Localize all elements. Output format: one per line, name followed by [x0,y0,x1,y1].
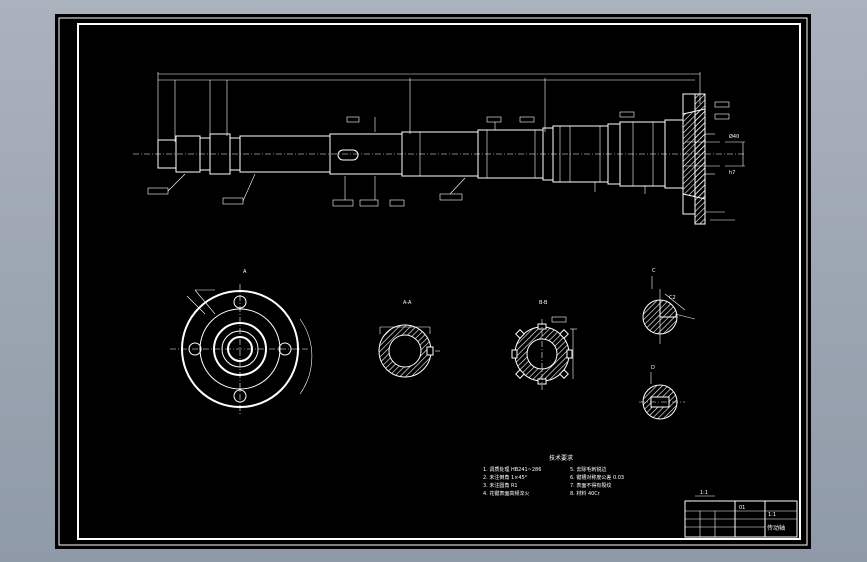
part-name: 传动轴 [767,524,785,532]
drawing-viewport[interactable]: Ø40 h7 A A-A B-B [55,14,811,549]
svg-text:C: C [652,268,656,274]
scale-label: 1:1 [700,490,708,496]
detail-c: C C2 [642,268,696,344]
svg-text:2. 未注倒角 1×45°: 2. 未注倒角 1×45° [483,474,528,481]
svg-text:A: A [243,269,247,275]
section-a-a: A-A [378,300,440,378]
shaft-main-view: Ø40 h7 [133,72,745,225]
svg-text:8. 材料 40Cr: 8. 材料 40Cr [570,490,601,497]
inner-frame [77,23,801,540]
svg-text:1. 调质处理 HB241~286: 1. 调质处理 HB241~286 [483,466,541,473]
flange-end-view: A [170,269,313,414]
outer-frame [58,17,808,546]
tech-req-heading: 技术要求 [549,454,573,462]
svg-text:6. 键槽对称度公差 0.03: 6. 键槽对称度公差 0.03 [570,474,624,481]
svg-text:D: D [651,365,655,371]
detail-d: D [639,365,685,420]
title-block: 01 1:1 传动轴 1:1 [684,490,798,538]
cad-drawing: Ø40 h7 A A-A B-B [58,17,808,546]
title-scale: 1:1 [768,512,776,518]
technical-requirements: 技术要求 1. 调质处理 HB241~286 2. 未注倒角 1×45° 3. … [483,454,624,497]
section-b-b-spline: B-B [511,300,577,390]
svg-text:3. 未注圆角 R1: 3. 未注圆角 R1 [483,482,518,489]
svg-text:4. 花键表面高频淬火: 4. 花键表面高频淬火 [483,490,529,497]
svg-text:A-A: A-A [403,300,412,306]
drawing-number: 01 [739,505,745,511]
svg-text:7. 表面不得有裂纹: 7. 表面不得有裂纹 [570,482,611,489]
svg-text:C2: C2 [669,295,676,301]
svg-text:B-B: B-B [539,300,548,306]
svg-text:Ø40: Ø40 [729,133,739,140]
svg-text:5. 去除毛刺锐边: 5. 去除毛刺锐边 [570,466,606,473]
keyway-slot [337,149,359,161]
svg-text:h7: h7 [729,170,735,176]
